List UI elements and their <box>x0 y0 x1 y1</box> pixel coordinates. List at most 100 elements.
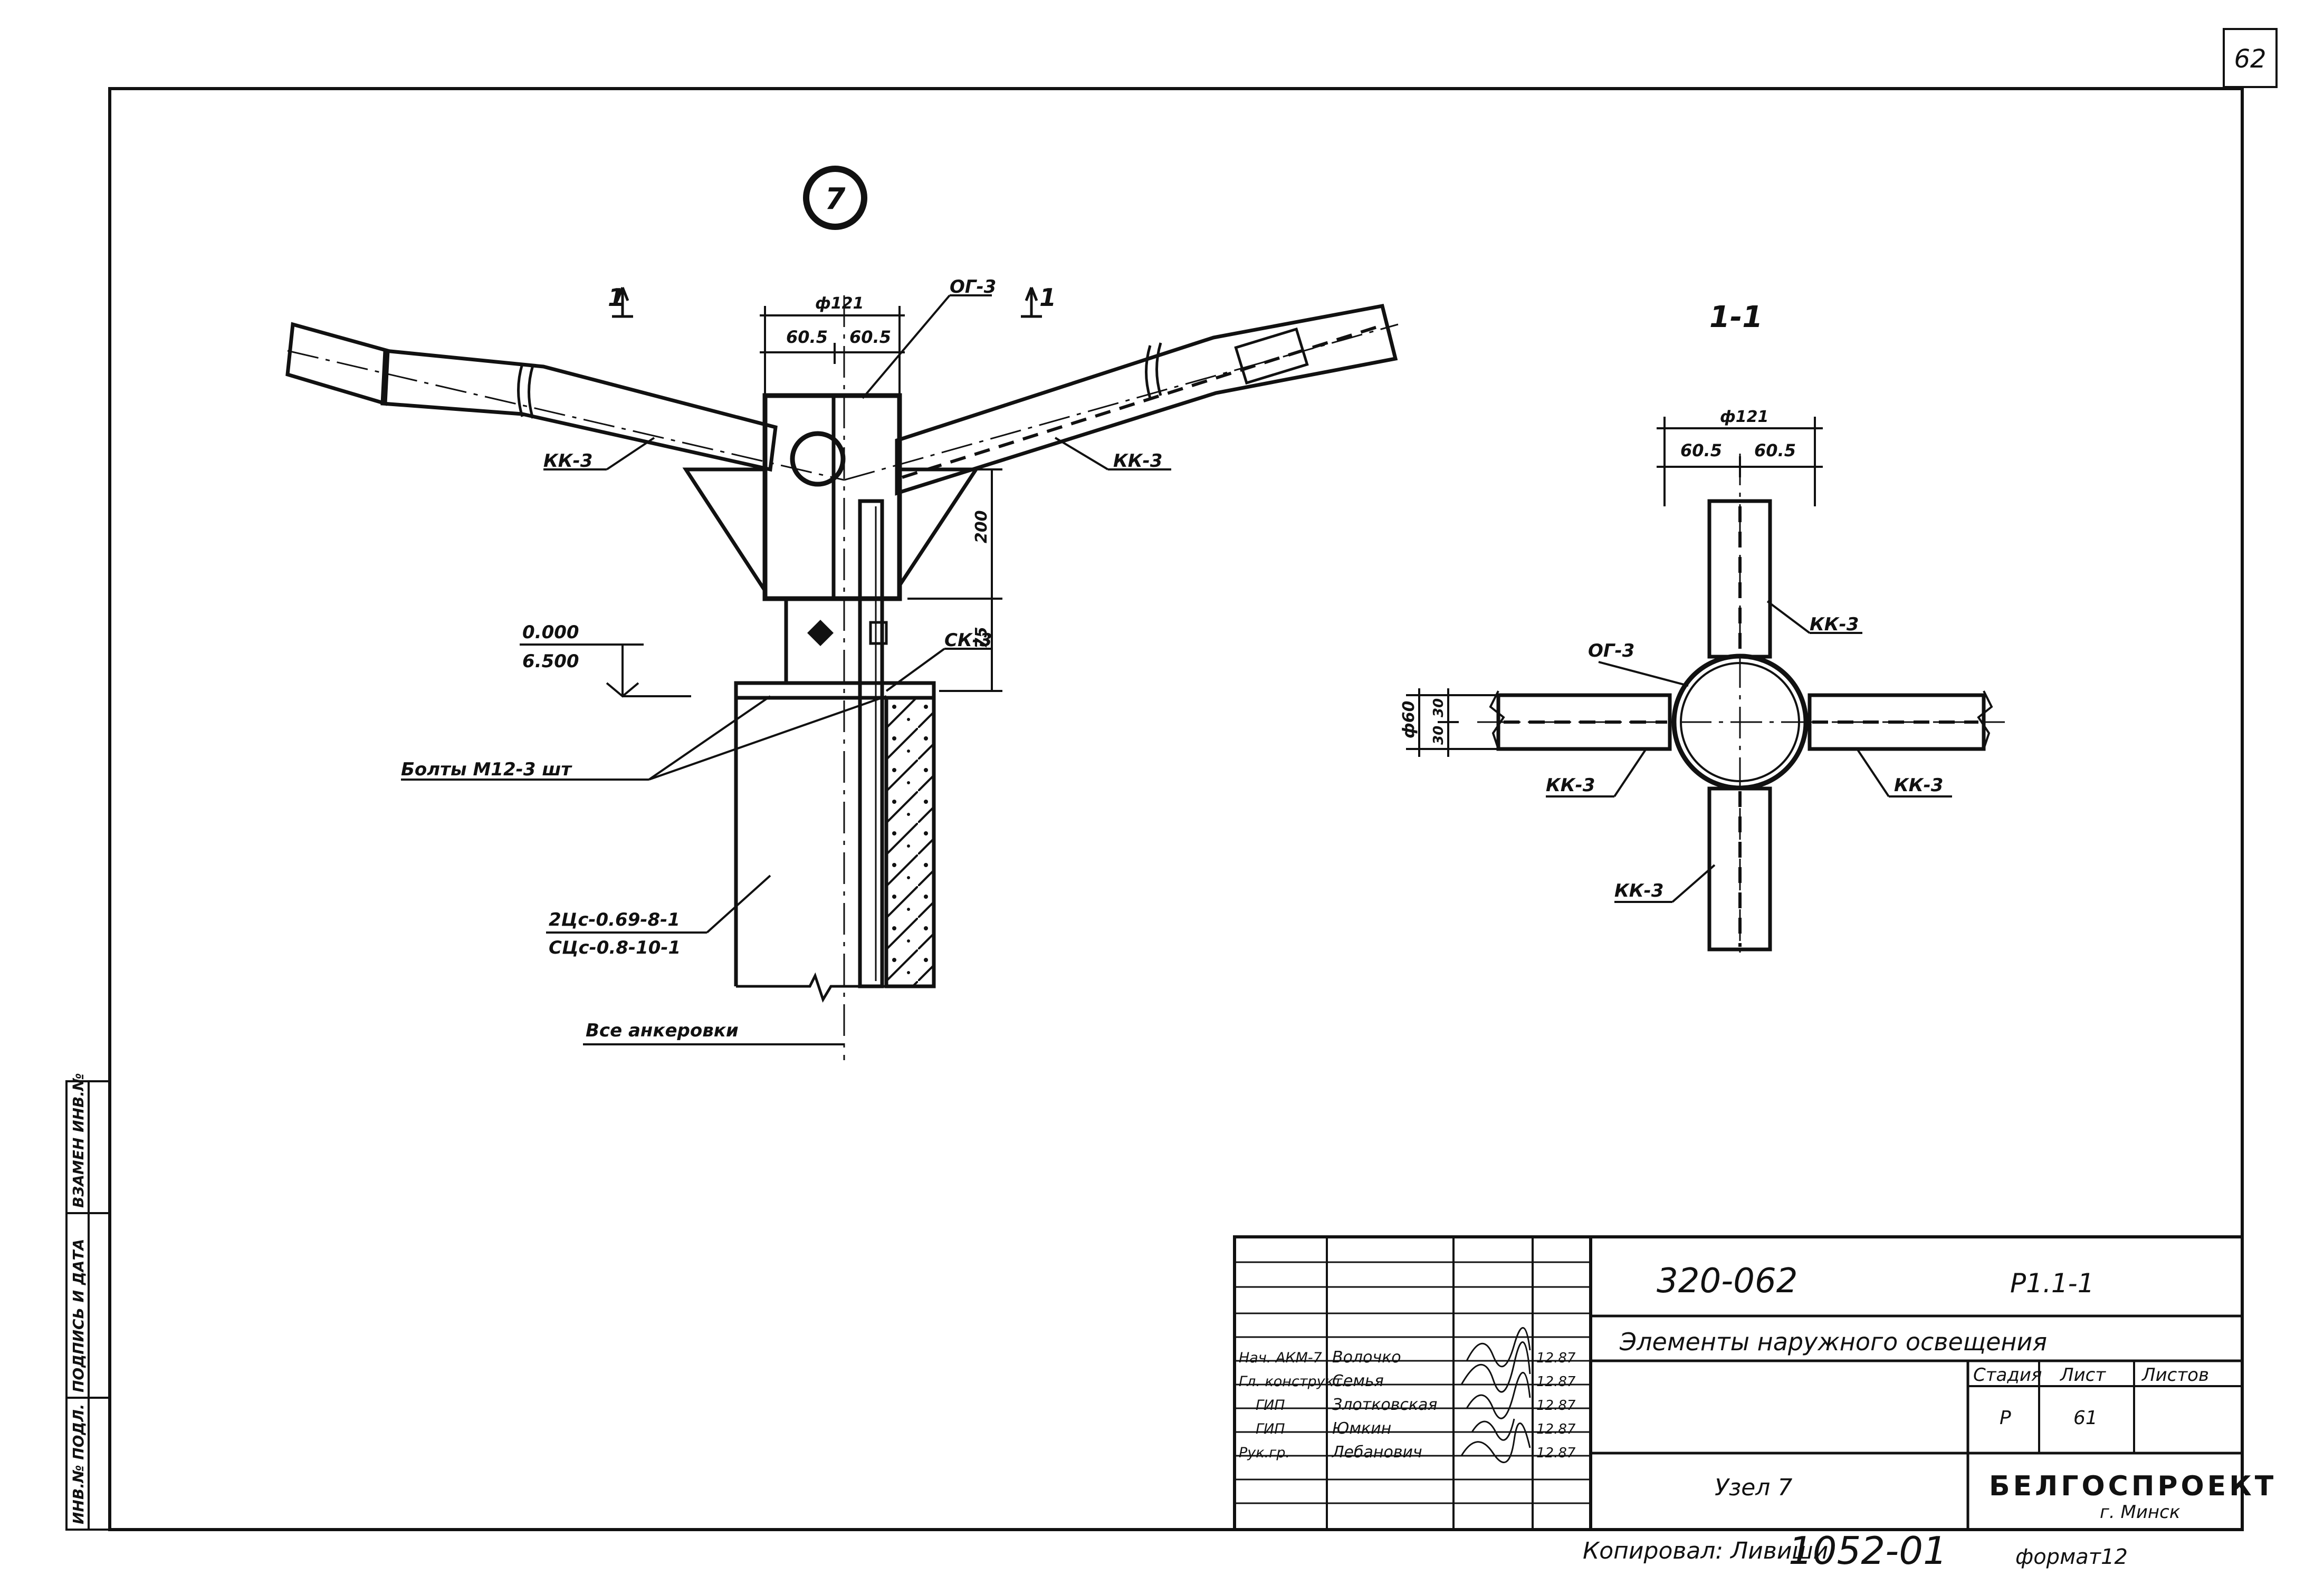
signer-name: Волочко <box>1332 1348 1401 1367</box>
organization-stamp: БЕЛГОСПРОЕКТ <box>1989 1471 2277 1502</box>
label-anchor: Все анкеровки <box>586 1020 739 1041</box>
section-mark-left: 1 <box>608 283 633 318</box>
node-marker <box>803 166 867 230</box>
label-level-top: 0.000 <box>522 622 579 643</box>
title-block: 320-062 Р1.1-1 Элементы наружного освеще… <box>1233 1235 2277 1531</box>
sheet-header: Лист <box>2059 1365 2106 1386</box>
section-dim-arm-a: 30 <box>1431 698 1447 717</box>
label-kk-left: КК-3 <box>543 450 592 472</box>
og-head-hole <box>790 431 846 487</box>
section-labels: ОГ-3 КК-3 КК-3 КК-3 КК-3 <box>1546 600 1952 903</box>
node-elevation-view: 7 1 1 <box>285 166 1399 1060</box>
elevation-dim-left-half: 60.5 <box>786 327 828 347</box>
elevation-dim-right-half: 60.5 <box>849 327 891 347</box>
signature-scribble <box>1466 1327 1531 1368</box>
elevation-dimensions: ф121 60.5 60.5 200 75 <box>760 294 1002 692</box>
section-view: 1-1 ф121 60.5 60.5 <box>1400 300 2005 960</box>
elevation-dim-diameter: ф121 <box>815 294 864 313</box>
signer-role: Нач. АКМ-7 <box>1239 1350 1322 1366</box>
section-label-og: ОГ-3 <box>1588 640 1634 661</box>
signer-name: Юмкин <box>1332 1419 1391 1438</box>
signer-row: ГИП Юмкин 12.87 <box>1256 1418 1576 1441</box>
section-dim-arm-b: 30 <box>1431 726 1447 745</box>
label-sk: СК-3 <box>944 630 992 651</box>
signer-role: Рук.гр. <box>1239 1445 1290 1461</box>
doc-code: 320-062 <box>1657 1262 1797 1301</box>
left-arm <box>285 322 845 481</box>
column-break-line <box>736 972 886 1003</box>
page-number-box <box>2223 28 2278 88</box>
signer-row: Рук.гр. Лебанович 12.87 <box>1239 1422 1576 1464</box>
section-dimensions: ф121 60.5 60.5 ф60 30 30 <box>1400 408 1823 757</box>
column <box>734 295 936 1060</box>
stage-value: Р <box>2000 1407 2011 1429</box>
column-concrete-section <box>884 696 936 988</box>
side-strip-signature-date: ПОДПИСЬ И ДАТА <box>70 1239 87 1392</box>
section-label-kk-bottom: КК-3 <box>1614 880 1663 901</box>
section-mark-left-label: 1 <box>608 283 625 312</box>
sheet-frame <box>108 87 2244 1531</box>
section-label-kk-right: КК-3 <box>1894 775 1943 796</box>
label-level-bottom: 6.500 <box>522 651 579 672</box>
signature-scribble <box>1466 1372 1531 1419</box>
signer-date: 12.87 <box>1536 1421 1576 1437</box>
signer-role: Гл. конструкт. <box>1239 1373 1346 1390</box>
right-arm <box>844 303 1399 496</box>
section-dim-diameter: ф121 <box>1720 408 1768 426</box>
copy-number: 1052-01 <box>1789 1529 1947 1573</box>
signature-scribble <box>1460 1341 1531 1393</box>
elevation-dim-200: 200 <box>972 510 991 543</box>
drawing-title: Элементы наружного освещения <box>1619 1328 2047 1356</box>
section-dim-right-half: 60.5 <box>1754 440 1796 460</box>
section-break-left-icon <box>1489 690 1505 750</box>
og-head <box>682 393 980 685</box>
sheet-value: 61 <box>2073 1407 2098 1429</box>
stem-pipe <box>858 499 884 988</box>
signer-row: ГИП Злотковская 12.87 <box>1256 1372 1576 1419</box>
node-marker-number: 7 <box>825 182 846 216</box>
section-dim-arm: ф60 <box>1400 700 1418 738</box>
section-label-kk-top: КК-3 <box>1810 614 1859 635</box>
signer-name: Лебанович <box>1332 1443 1422 1462</box>
label-bolts: Болты М12-3 шт <box>401 759 572 780</box>
signer-role: ГИП <box>1256 1397 1285 1414</box>
section-break-right-icon <box>1977 690 1993 750</box>
elevation-labels: ОГ-3 КК-3 КК-3 СК-3 0.000 6.500 Болты М1… <box>401 276 1171 1045</box>
signer-date: 12.87 <box>1536 1374 1576 1390</box>
label-column-a: 2Цс-0.69-8-1 <box>549 909 680 930</box>
elevation-dim-75: 75 <box>972 627 991 649</box>
section-mark-right-label: 1 <box>1039 283 1056 312</box>
signature-scribble <box>1460 1422 1531 1464</box>
side-strip-inv-no: ИНВ.№ ПОДЛ. <box>70 1404 87 1524</box>
sheets-header: Листов <box>2141 1365 2209 1386</box>
section-mark-right: 1 <box>1021 283 1056 318</box>
section-dim-left-half: 60.5 <box>1680 440 1722 460</box>
side-strip: ИНВ.№ ПОДЛ. ПОДПИСЬ И ДАТА ВЗАМЕН ИНВ.№ <box>65 1073 111 1531</box>
stage-header: Стадия <box>1973 1365 2042 1386</box>
signer-date: 12.87 <box>1536 1350 1576 1366</box>
label-og: ОГ-3 <box>950 276 996 297</box>
page-number: 62 <box>2234 44 2266 74</box>
copied-by: Копировал: Ливиши <box>1583 1538 1828 1564</box>
signer-name: Семья <box>1332 1372 1384 1390</box>
signer-role: ГИП <box>1256 1421 1285 1437</box>
signer-row: Гл. конструкт. Семья 12.87 <box>1239 1341 1576 1393</box>
organization-city: г. Минск <box>2100 1502 2180 1523</box>
sheet-code: Р1.1-1 <box>2010 1268 2095 1299</box>
section-og-tube <box>1671 654 1809 791</box>
drawing-subtitle: Узел 7 <box>1715 1474 1792 1501</box>
signer-date: 12.87 <box>1536 1398 1576 1414</box>
section-label-kk-left: КК-3 <box>1546 775 1595 796</box>
label-column-b: СЦс-0.8-10-1 <box>549 937 681 958</box>
signer-date: 12.87 <box>1536 1445 1576 1461</box>
cap-plate <box>734 681 936 700</box>
plate-bolt-icon <box>807 620 834 646</box>
format-note: формат12 <box>2015 1545 2128 1569</box>
section-title: 1-1 <box>1709 300 1763 334</box>
label-kk-right: КК-3 <box>1113 450 1162 472</box>
side-strip-replaced-inv: ВЗАМЕН ИНВ.№ <box>70 1073 87 1208</box>
signer-name: Злотковская <box>1332 1396 1437 1414</box>
signer-row: Нач. АКМ-7 Волочко 12.87 <box>1239 1327 1576 1368</box>
signature-scribble <box>1471 1418 1515 1441</box>
